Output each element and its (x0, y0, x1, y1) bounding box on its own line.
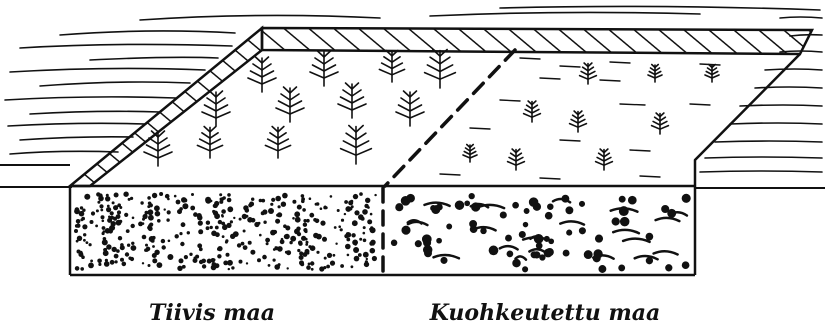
soil-texture-compact (74, 192, 377, 272)
plant-icon (276, 87, 304, 122)
plant-icon (202, 91, 230, 126)
division-dashed-line (383, 50, 515, 275)
plant-icon (524, 101, 541, 122)
plant-icon (396, 91, 424, 126)
plant-icon (596, 149, 613, 170)
slab-outline (70, 54, 800, 275)
plant-icon (570, 111, 587, 132)
plants-loosened (463, 63, 719, 170)
plant-icon (580, 63, 597, 84)
plant-icon (379, 51, 404, 83)
ground-line (0, 165, 825, 188)
caption-loosened-soil: Kuohkeutettu maa (430, 300, 660, 326)
plant-icon (341, 126, 372, 165)
plant-icon (265, 127, 290, 159)
plant-icon (648, 65, 662, 83)
plant-icon (425, 50, 456, 89)
plant-icon (248, 57, 276, 92)
plant-icon (705, 65, 719, 83)
plant-icon (310, 51, 338, 86)
soil-texture-loosened (392, 194, 689, 271)
plant-icon (508, 149, 525, 170)
plant-icon (463, 145, 477, 163)
plant-icon (197, 127, 222, 159)
plant-icon (338, 83, 366, 118)
caption-compact-soil: Tiivis maa (149, 300, 275, 326)
plant-icon (652, 113, 669, 134)
hatched-band (70, 28, 812, 186)
